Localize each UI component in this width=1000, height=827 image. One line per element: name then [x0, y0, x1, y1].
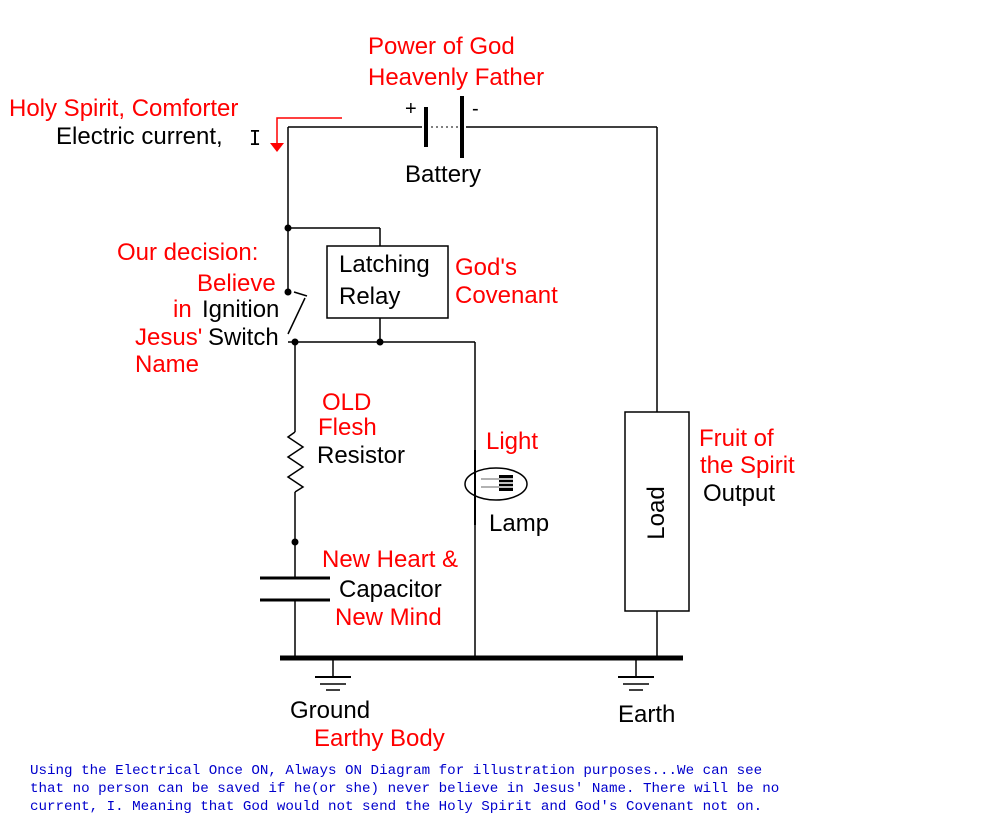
output-label: Output	[703, 480, 776, 507]
gods-label: God's	[455, 254, 517, 281]
in-label: in	[173, 296, 192, 323]
battery-plus-label: +	[405, 98, 417, 120]
lamp-label: Lamp	[489, 510, 550, 537]
lamp-symbol	[464, 450, 528, 525]
latching-label: Latching	[339, 251, 430, 278]
new-mind-label: New Mind	[335, 604, 442, 631]
load-label: Load	[643, 486, 670, 540]
power-of-god-label: Power of God	[368, 33, 515, 60]
current-symbol-label: I	[249, 126, 262, 150]
caption-text: Using the Electrical Once ON, Always ON …	[30, 762, 990, 816]
capacitor-label: Capacitor	[339, 576, 442, 603]
new-heart-label: New Heart &	[322, 546, 459, 573]
name-label: Name	[135, 351, 200, 378]
caption-line-2: that no person can be saved if he(or she…	[30, 781, 780, 797]
battery-label: Battery	[405, 161, 482, 188]
junction-dots	[284, 224, 384, 546]
load-box	[624, 411, 690, 612]
latching-relay-box	[326, 245, 449, 319]
believe-label: Believe	[197, 270, 276, 297]
caption-line-3: current, I. Meaning that God would not s…	[30, 799, 763, 815]
ground-label: Ground	[290, 697, 371, 724]
fruit-of-label: Fruit of	[699, 425, 774, 452]
light-label: Light	[486, 428, 539, 455]
flesh-label: Flesh	[318, 414, 377, 441]
caption-line-1: Using the Electrical Once ON, Always ON …	[30, 763, 763, 779]
old-label: OLD	[322, 389, 372, 416]
relay-label: Relay	[339, 283, 401, 310]
the-spirit-label: the Spirit	[700, 452, 795, 479]
earthy-body-label: Earthy Body	[314, 725, 445, 752]
ignition-label: Ignition	[202, 296, 280, 323]
heavenly-father-label: Heavenly Father	[368, 64, 545, 91]
holy-spirit-label: Holy Spirit, Comforter	[9, 95, 239, 122]
ground-symbol	[315, 676, 351, 691]
earth-label: Earth	[618, 701, 676, 728]
earth-symbol	[618, 676, 654, 691]
our-decision-label: Our decision:	[117, 239, 259, 266]
resistor-symbol	[286, 431, 305, 493]
battery-minus-label: -	[472, 98, 479, 120]
switch-label: Switch	[208, 324, 279, 351]
electric-current-label: Electric current,	[56, 123, 223, 150]
capacitor-symbol	[260, 576, 330, 602]
jesus-label: Jesus'	[135, 324, 203, 351]
resistor-label: Resistor	[317, 442, 406, 469]
covenant-label: Covenant	[455, 282, 558, 309]
current-arrow	[270, 117, 342, 152]
battery-symbol	[424, 96, 464, 158]
ignition-switch	[287, 291, 308, 335]
